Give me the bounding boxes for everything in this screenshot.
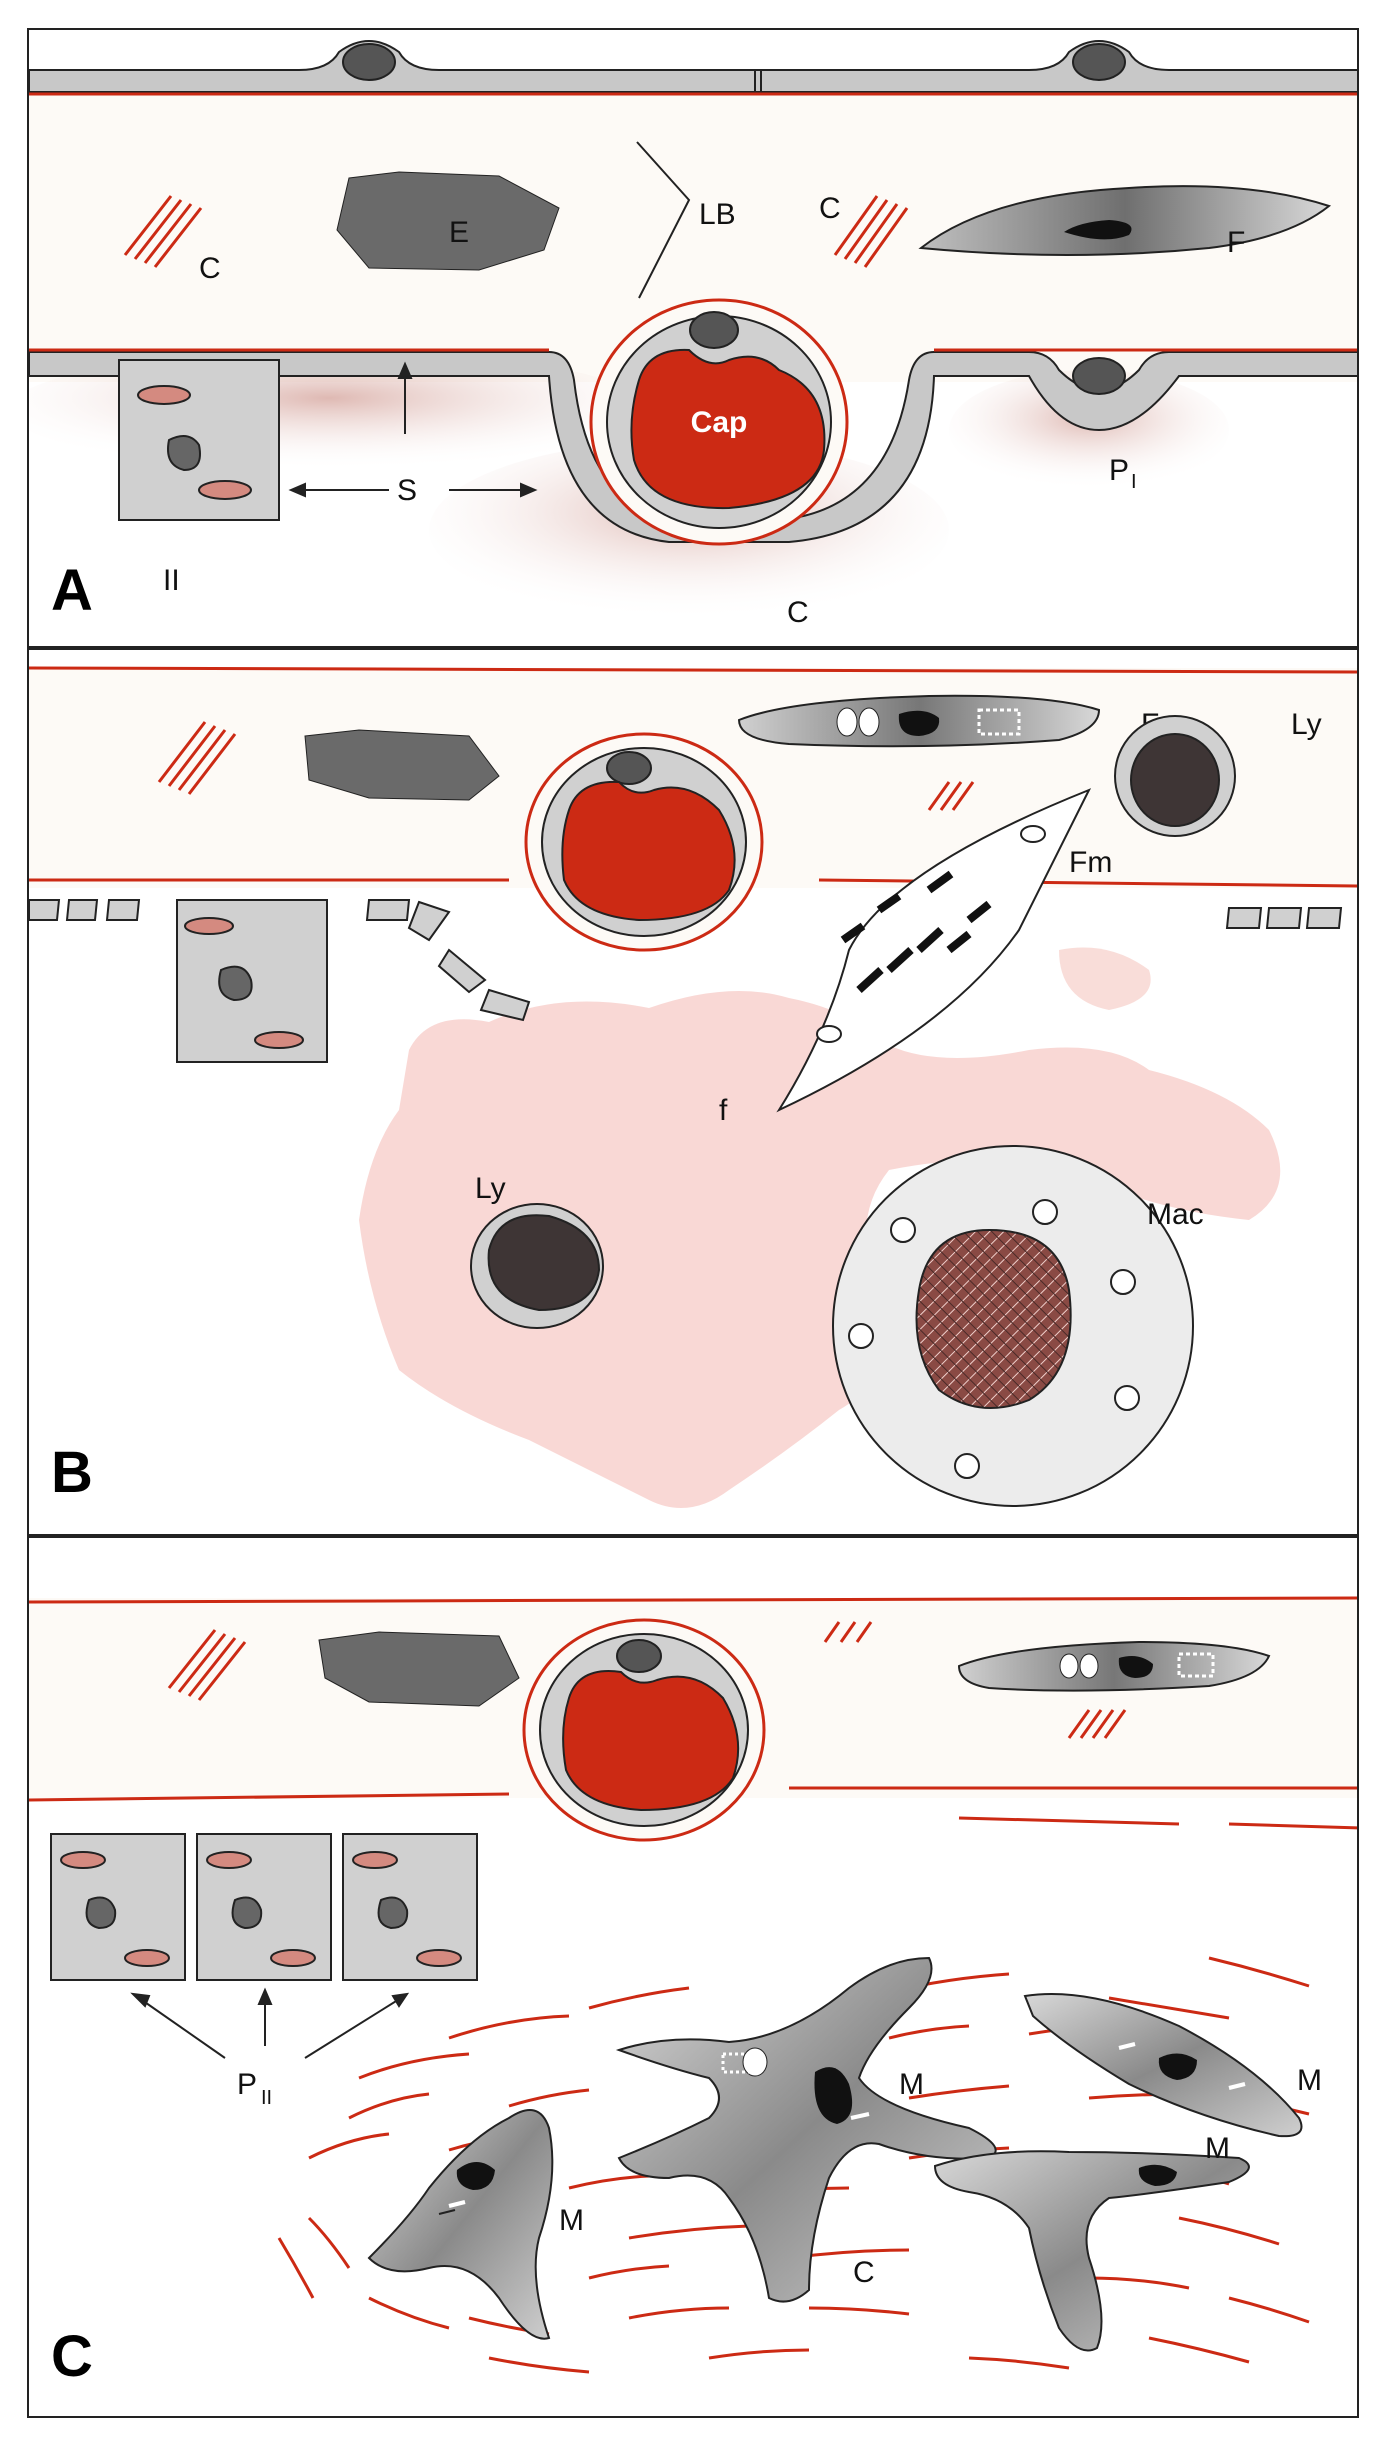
endothelial-nucleus-c [616,1639,662,1673]
myofibroblast-3 [1023,1993,1303,2138]
pneumocyte-two-label: P [237,2068,257,2101]
fibrin-fragment [1059,947,1151,1010]
myofibroblast-2 [615,1956,997,2303]
pneumocyte-two-box-1 [50,1833,186,1981]
collagen-bundle-left [123,195,203,268]
fibrin-exudate [359,990,1281,1508]
pneumocyte-two-box-3 [342,1833,478,1981]
myofibroblast-2-label: M [899,2068,924,2101]
lamellar-body-2 [198,480,252,500]
lamellar-body-1 [137,385,191,405]
collagen-bundle-right [833,195,909,268]
pneumocyte-two-box [118,359,280,521]
elastin-fiber-c [318,1631,520,1707]
red-blood-cell-c [562,1670,740,1812]
lymphocyte-lower-label: Ly [475,1172,506,1205]
fibrin-label: f [719,1094,728,1127]
fibroblast-label: F [1227,226,1245,259]
space-arrows [288,361,538,498]
collagen-bundle-c [167,1629,247,1701]
fibroblast-c-vacuole-2 [1079,1653,1099,1679]
fibroblast-vacuole-2 [858,707,880,737]
panel-b: f F [27,648,1359,1536]
basal-lamina-b-right [818,878,1357,888]
space-label: S [397,474,417,507]
pneumocyte-two-sub: II [261,2087,272,2109]
fibroblast-c-vacuole-1 [1059,1653,1079,1679]
pneumocyte-two-nucleus-b [218,965,253,1002]
red-blood-cell-b [561,780,736,922]
pneumocyte-two-fragment: II [163,564,180,597]
top-basal-lamina-c [29,1596,1357,1604]
myofibroblast-label: Fm [1069,846,1112,879]
collagen-bundle-c2 [823,1621,873,1643]
panel-c-diagram: P II [29,1596,1357,2389]
basal-lamina-c-left [29,1792,510,1802]
basal-lamina-c-right-3 [1228,1822,1357,1830]
collagen-label-c: C [853,2256,875,2289]
pneumocyte-one-nucleus [1072,357,1126,395]
lymphocyte-top-label: Ly [1291,708,1322,741]
red-blood-cell [630,348,826,510]
pneumocyte-one-sub: I [1131,471,1137,493]
collagen-label-right: C [819,192,841,225]
collagen-label-left: C [199,252,221,285]
lamellar-body-b2 [254,1031,304,1049]
panel-a: Cap II E C C F LB S P I C A [27,28,1359,648]
elastin-fiber [336,171,560,271]
pneumocyte-two-nucleus [167,435,201,472]
myofibroblast-stress-fibers [840,870,992,993]
basal-lamina-label: LB [699,198,736,231]
top-epithelium [29,40,1357,93]
fibroblast-vacuole-1 [836,707,858,737]
pneumocyte-two-arrows [130,1987,410,2059]
fibroblast-junction [977,708,1021,736]
top-nucleus-left [342,43,396,81]
basal-lamina-pointer [636,141,691,299]
panel-a-letter: A [51,558,93,623]
panel-b-diagram: f F [29,666,1357,1508]
endothelial-nucleus-b [606,751,652,785]
capillary-label: Cap [691,406,748,439]
myofibroblast-end-1 [816,1025,842,1043]
fibroblast-nucleus-b [898,710,940,736]
myofibroblast-4 [933,2150,1250,2352]
myofibroblast-fm [776,788,1092,1113]
macrophage-vesicles [848,1199,1140,1479]
panel-c-letter: C [51,2324,93,2389]
lamellar-body-b1 [184,917,234,935]
fibroblast-c-nucleus [1118,1656,1153,1678]
top-basal-lamina-b [29,666,1357,674]
myofibroblast-3-label: M [1297,2064,1322,2097]
panel-b-letter: B [51,1440,93,1505]
fibroblast-c [957,1640,1271,1692]
fibroblast-nucleus [1064,220,1132,240]
top-nucleus-right [1072,43,1126,81]
myofibroblast-end-2 [1020,825,1046,843]
fibroblast-c-junction [1177,1652,1215,1678]
macrophage-label: Mac [1147,1198,1204,1231]
collagen-bundle-b [157,721,237,795]
panel-a-diagram: Cap II E C C F LB S P I C A [29,40,1357,629]
pneumocyte-two-box-2 [196,1833,332,1981]
pneumocyte-one-label: P [1109,454,1129,487]
myofibroblast-1-label: M [559,2204,584,2237]
basal-lamina-c-right-2 [958,1816,1180,1826]
collagen-bundle-c3 [1067,1709,1127,1739]
lymphocyte-top-nucleus [1130,733,1220,827]
endothelial-nucleus [689,311,739,349]
panel-c: P II [27,1536,1359,2418]
macrophage-phagosome [915,1228,1072,1409]
elastin-label: E [449,216,469,249]
fibroblast [918,185,1332,256]
lymphocyte-lower-nucleus [487,1214,601,1312]
elastin-fiber-b [304,729,500,801]
myofibroblast-4-label: M [1205,2132,1230,2165]
collagen-label-bottom: C [787,596,809,629]
myofibroblast-1 [367,2109,554,2340]
denuded-epithelium-fragments [29,899,1343,1022]
collagen-bundle-b2 [927,781,975,811]
